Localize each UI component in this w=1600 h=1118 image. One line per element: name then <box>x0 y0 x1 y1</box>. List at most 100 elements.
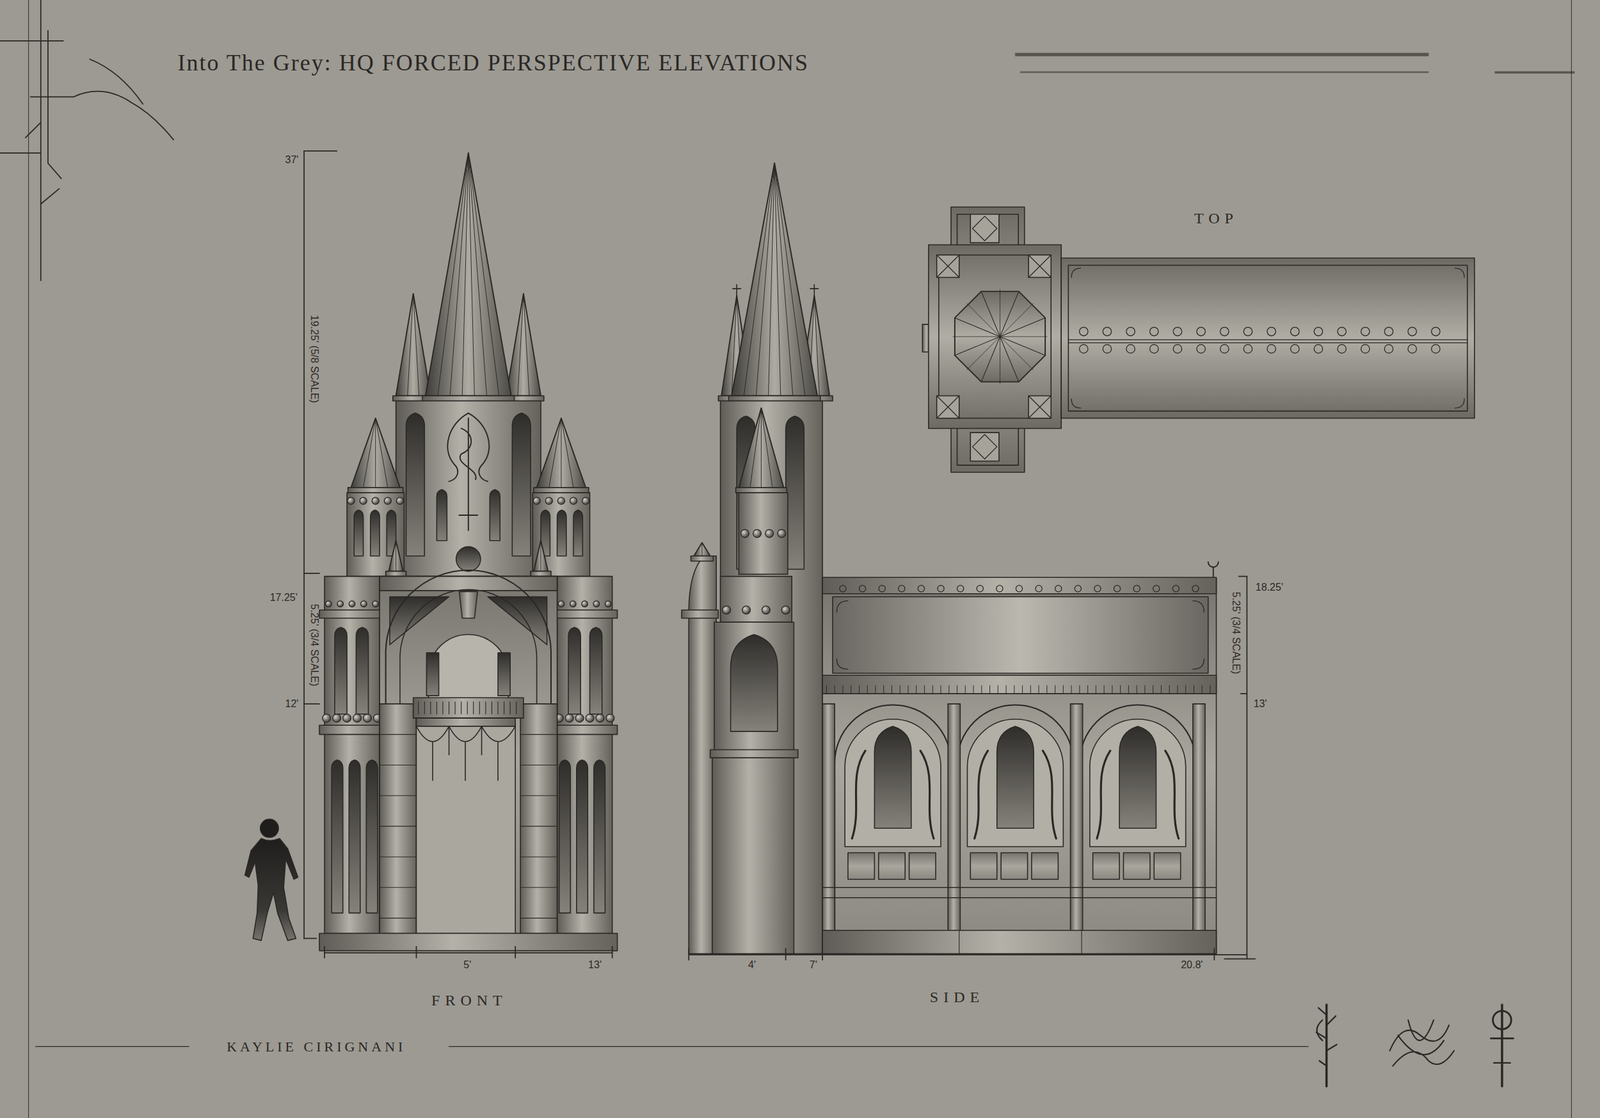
arcade-arch <box>957 704 1074 949</box>
rose-window <box>456 546 481 571</box>
ornament-ball <box>348 600 356 608</box>
dimension-tick <box>785 948 787 960</box>
ornament-ball <box>396 497 404 505</box>
spire <box>738 408 784 488</box>
plan-pinnacle <box>936 254 960 278</box>
plan-ornament <box>1290 327 1300 336</box>
dentil <box>932 685 934 694</box>
arched-window <box>331 760 344 914</box>
plan-ornament <box>1079 344 1088 353</box>
spire <box>693 542 711 557</box>
roof-ornament <box>996 585 1003 592</box>
ornament-ball <box>343 714 352 723</box>
spire <box>536 418 587 488</box>
ornament-ball <box>353 714 362 723</box>
cross <box>732 288 742 290</box>
dentil <box>908 685 909 694</box>
dentil <box>1054 685 1056 694</box>
plan-pinnacle <box>936 254 960 278</box>
wall-panel <box>848 853 875 880</box>
roof-ornament <box>1192 585 1199 592</box>
ledge <box>710 750 799 759</box>
ornament-ball <box>565 714 574 723</box>
ornament-ball <box>761 606 770 615</box>
spire-rib <box>549 418 562 488</box>
plan-spire-rib <box>981 291 1000 337</box>
pilaster <box>520 704 557 934</box>
dentil <box>948 685 950 694</box>
finial <box>1212 567 1215 578</box>
dimension-label: 7' <box>809 959 818 971</box>
dentil <box>997 685 999 694</box>
masonry-joint <box>520 917 557 919</box>
dimension-line <box>1246 576 1248 960</box>
author-credit: KAYLIE CIRIGNANI <box>226 1039 406 1055</box>
arched-window <box>406 413 425 557</box>
roof-ornament <box>1113 585 1120 592</box>
dentil <box>867 685 868 694</box>
plan-ornament <box>1079 327 1088 336</box>
arched-window <box>785 416 805 569</box>
arch-recess <box>967 719 1064 847</box>
dentil <box>956 685 958 694</box>
tower <box>396 400 541 576</box>
panel-ornament <box>836 600 1204 670</box>
ornament-ball <box>322 714 331 723</box>
doorway <box>416 718 516 934</box>
arched-window <box>348 760 361 914</box>
baluster <box>417 702 419 715</box>
dimension-line <box>303 151 305 939</box>
ornament-ball <box>337 600 344 608</box>
arched-window <box>593 760 606 914</box>
plan-nave <box>1061 257 1475 418</box>
spire-rib <box>760 408 773 488</box>
plan-spire-rib <box>1000 303 1034 337</box>
spire-rib <box>413 293 420 396</box>
side-tower <box>346 492 404 577</box>
pier <box>557 576 613 934</box>
baluster <box>467 702 468 715</box>
dimension-label: 12' <box>285 698 299 710</box>
arched-window <box>334 627 347 714</box>
dimension-tick <box>688 948 690 960</box>
ornament-ball <box>765 529 774 538</box>
spire-rib <box>523 293 530 396</box>
dimension-tick <box>323 946 326 959</box>
statue <box>497 652 511 696</box>
dentil <box>1128 685 1129 694</box>
masonry-joint <box>520 734 557 735</box>
wall-panel <box>970 853 997 880</box>
dentil <box>1144 685 1145 694</box>
dentil <box>1046 685 1048 694</box>
dentil <box>981 685 982 694</box>
plan-ridge <box>1068 339 1467 340</box>
dentil <box>842 685 843 694</box>
spire <box>731 163 818 396</box>
string-course <box>822 887 1216 889</box>
ornament-ball <box>371 497 379 505</box>
dentil <box>1185 685 1186 694</box>
plan-pinnacle <box>1028 254 1051 278</box>
dentil <box>973 685 975 694</box>
baluster <box>491 702 493 715</box>
ornament-ball <box>741 529 750 538</box>
plan-ornament <box>1361 327 1370 336</box>
doorway-lintel <box>416 718 516 727</box>
arched-window <box>997 726 1034 829</box>
wall-panel <box>1093 853 1120 880</box>
dimension-tick <box>1213 948 1215 960</box>
roof-ornament <box>957 585 964 592</box>
plan-tower <box>928 245 1062 429</box>
roof-ornament <box>878 585 886 592</box>
tower-step <box>720 576 793 623</box>
arch-recess <box>1089 719 1186 847</box>
cornice <box>533 487 589 493</box>
plan-ridge <box>1068 342 1467 344</box>
spire-rib <box>375 418 388 488</box>
plan-pinnacle <box>936 254 960 278</box>
plan-ornament <box>1243 327 1252 336</box>
spandrel <box>487 596 547 645</box>
view-label: FRONT <box>431 991 508 1008</box>
plan-ornament <box>1196 327 1206 336</box>
